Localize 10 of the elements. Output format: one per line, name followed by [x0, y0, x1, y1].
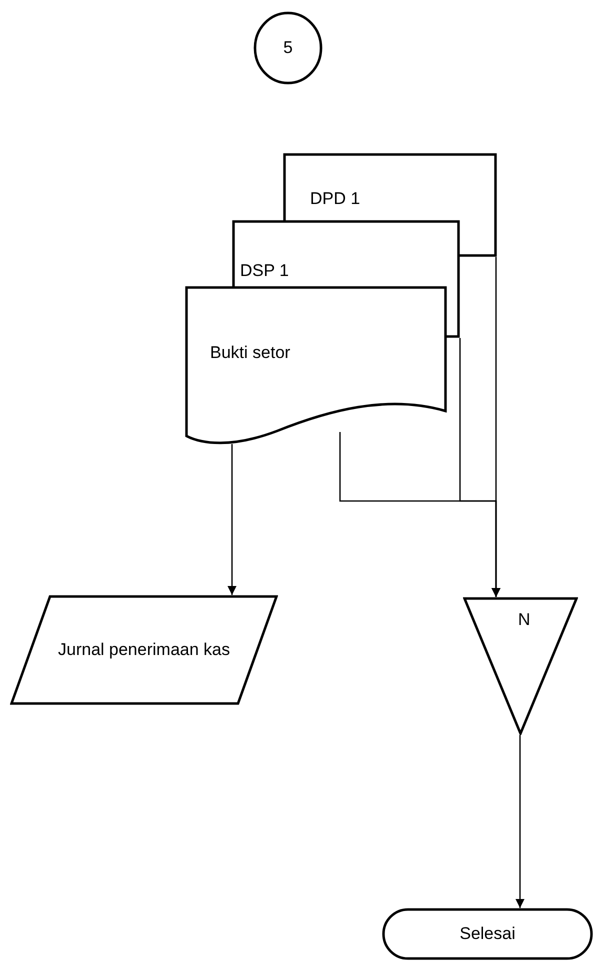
- node-label: Selesai: [460, 923, 516, 945]
- node-label: Bukti setor: [210, 342, 292, 364]
- node-label: DPD 1: [310, 188, 362, 210]
- node-label: Jurnal penerimaan kas: [58, 639, 230, 661]
- node-label: N: [518, 609, 532, 631]
- node-label: 5: [283, 37, 293, 59]
- arrow: [228, 444, 236, 595]
- arrow: [516, 735, 524, 908]
- node-label: DSP 1: [240, 260, 290, 282]
- arrow: [492, 257, 500, 597]
